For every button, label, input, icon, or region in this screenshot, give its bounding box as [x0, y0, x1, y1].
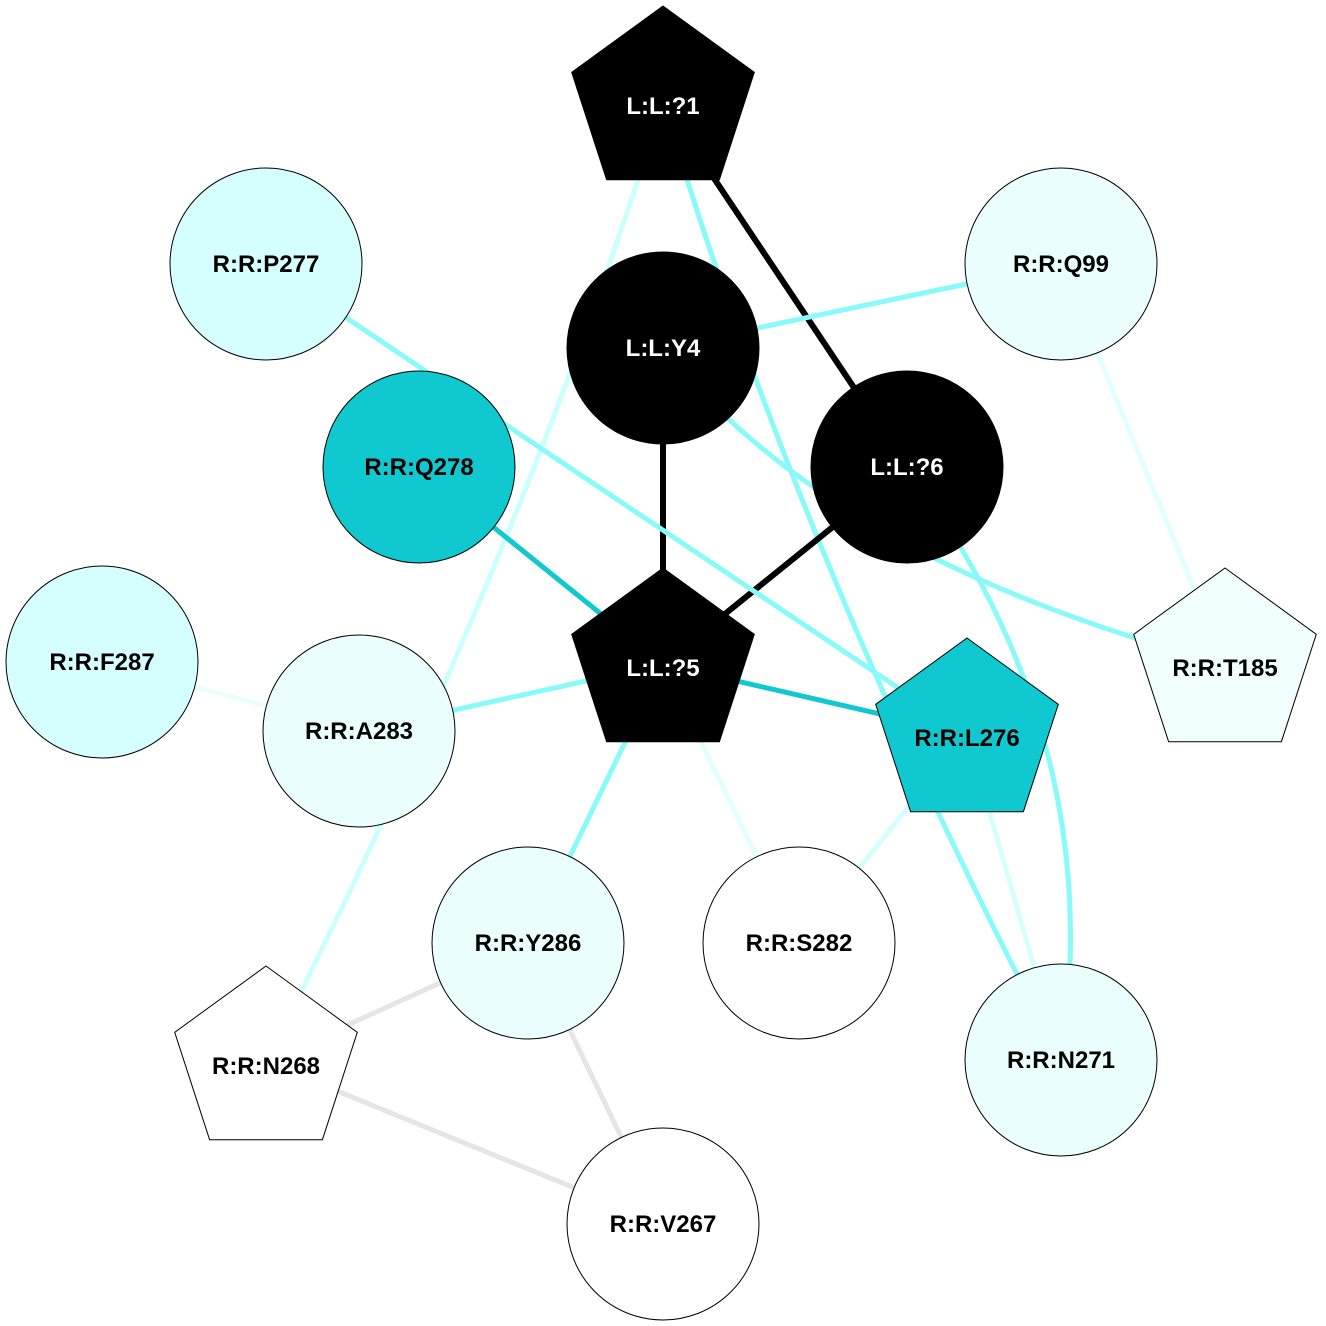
- circle-shape: [566, 1127, 760, 1321]
- node-r-r-n268[interactable]: R:R:N268: [174, 965, 358, 1141]
- node-label: R:R:Q278: [364, 454, 473, 481]
- node-label: R:R:N268: [212, 1053, 320, 1080]
- node-l-l-5[interactable]: L:L:?5: [571, 567, 755, 743]
- node-r-r-q99[interactable]: R:R:Q99: [964, 167, 1158, 361]
- node-label: R:R:N271: [1007, 1047, 1115, 1074]
- node-label: R:R:P277: [213, 251, 320, 278]
- node-l-l-6[interactable]: L:L:?6: [810, 370, 1004, 564]
- circle-shape: [566, 251, 760, 445]
- node-r-r-v267[interactable]: R:R:V267: [566, 1127, 760, 1321]
- circle-shape: [702, 846, 896, 1040]
- node-label: R:R:S282: [746, 930, 853, 957]
- node-r-r-p277[interactable]: R:R:P277: [169, 167, 363, 361]
- pentagon-shape: [174, 965, 358, 1141]
- node-r-r-y286[interactable]: R:R:Y286: [431, 846, 625, 1040]
- circle-shape: [431, 846, 625, 1040]
- edge-l1-n268: [263, 101, 666, 1064]
- node-label: L:L:Y4: [626, 335, 701, 362]
- node-label: R:R:Y286: [475, 930, 582, 957]
- node-r-r-t185[interactable]: R:R:T185: [1133, 567, 1317, 743]
- node-label: R:R:Q99: [1013, 251, 1109, 278]
- circle-shape: [5, 565, 199, 759]
- node-label: R:R:L276: [914, 725, 1019, 752]
- pentagon-shape: [571, 567, 755, 743]
- node-label: L:L:?1: [626, 93, 699, 120]
- node-label: R:R:T185: [1172, 655, 1277, 682]
- node-r-r-s282[interactable]: R:R:S282: [702, 846, 896, 1040]
- node-r-r-n271[interactable]: R:R:N271: [964, 963, 1158, 1157]
- circle-shape: [810, 370, 1004, 564]
- node-r-r-q278[interactable]: R:R:Q278: [322, 370, 516, 564]
- node-l-l-1[interactable]: L:L:?1: [571, 5, 755, 181]
- circle-shape: [964, 167, 1158, 361]
- node-label: R:R:F287: [49, 649, 154, 676]
- node-r-r-f287[interactable]: R:R:F287: [5, 565, 199, 759]
- nodes-layer: L:L:?1L:L:Y4L:L:?6L:L:?5 R:R:P277 R:R:Q99R…: [5, 5, 1317, 1321]
- circle-shape: [262, 634, 456, 828]
- node-l-l-y4[interactable]: L:L:Y4: [566, 251, 760, 445]
- node-label: L:L:?5: [626, 655, 699, 682]
- pentagon-shape: [571, 5, 755, 181]
- node-label: R:R:A283: [305, 718, 413, 745]
- node-label: L:L:?6: [870, 454, 943, 481]
- pentagon-shape: [875, 637, 1059, 813]
- node-label: R:R:V267: [610, 1211, 717, 1238]
- circle-shape: [322, 370, 516, 564]
- node-r-r-a283[interactable]: R:R:A283: [262, 634, 456, 828]
- circle-shape: [964, 963, 1158, 1157]
- edge-p277-l276: [264, 261, 969, 737]
- edge-l1-n271: [660, 101, 1064, 1062]
- circle-shape: [169, 167, 363, 361]
- pentagon-shape: [1133, 567, 1317, 743]
- node-r-r-l276[interactable]: R:R:L276: [875, 637, 1059, 813]
